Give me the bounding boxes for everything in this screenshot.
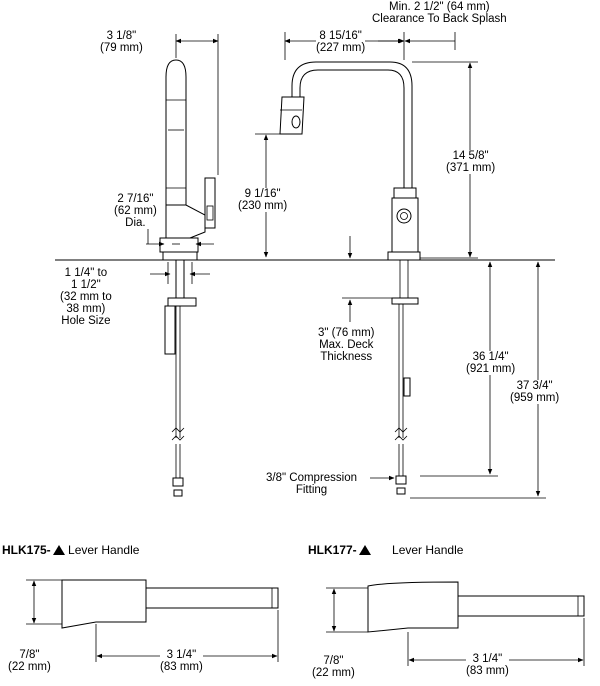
- handle-hlk177-length: 3 1/4"(83 mm): [466, 653, 509, 677]
- dim-supply-length: 36 1/4"(921 mm): [466, 351, 516, 375]
- handle-model: HLK177-: [308, 543, 357, 557]
- dimension-lines: [146, 32, 546, 499]
- dim-spout-depth: 3 1/8"(79 mm): [100, 30, 143, 54]
- dim-base-diameter: 2 7/16"(62 mm)Dia.: [114, 193, 157, 229]
- handle-hlk177-drawing: [326, 581, 585, 666]
- handle-hlk175-title: HLK175- Lever Handle: [2, 543, 139, 557]
- triangle-icon: [52, 545, 65, 555]
- triangle-icon: [358, 545, 371, 555]
- handle-hlk177-height: 7/8"(22 mm): [312, 655, 355, 679]
- dim-overall-height: 14 5/8"(371 mm): [446, 150, 496, 174]
- handle-hlk177-title: HLK177- Lever Handle: [308, 543, 463, 557]
- dim-backsplash-clearance: Min. 2 1/2" (64 mm)Clearance To Back Spl…: [372, 1, 507, 25]
- handle-model: HLK175-: [2, 543, 51, 557]
- dim-spout-reach: 8 15/16"(227 mm): [316, 30, 366, 54]
- handle-hlk175-drawing: [26, 579, 279, 662]
- dim-total-length: 37 3/4"(959 mm): [510, 380, 560, 404]
- faucet-side-view: [159, 59, 216, 497]
- faucet-front-view: [279, 61, 421, 495]
- handle-type: Lever Handle: [392, 543, 464, 557]
- handle-type: Lever Handle: [68, 543, 140, 557]
- dim-spout-clearance: 9 1/16"(230 mm): [238, 188, 288, 212]
- handle-hlk175-height: 7/8"(22 mm): [8, 649, 51, 673]
- handle-hlk175-length: 3 1/4"(83 mm): [160, 649, 203, 673]
